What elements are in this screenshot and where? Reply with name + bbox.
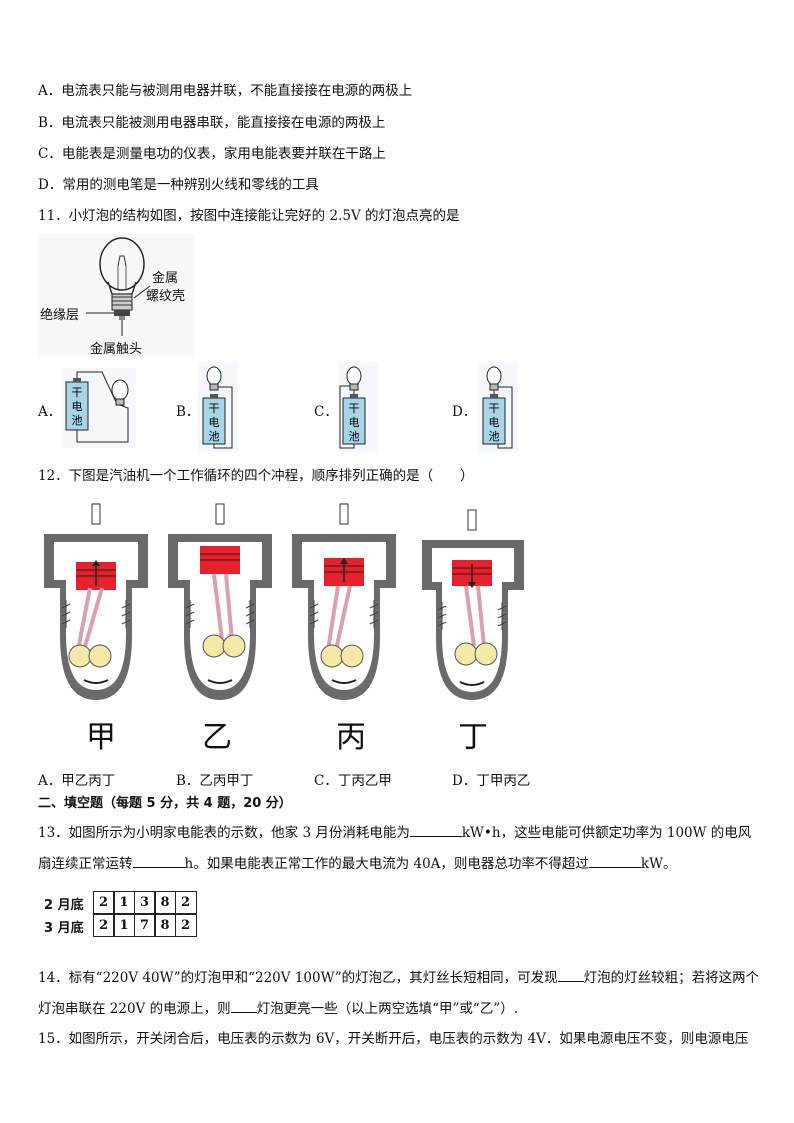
meter-row-mar: 3 月底 2 1 7 8 2 [44, 914, 197, 938]
bulb-label-shell-line1: 金属 [152, 271, 179, 286]
q11-circuit-c: 干 电 池 [338, 362, 378, 452]
meter-digit: 2 [174, 891, 197, 915]
engine-stroke-jia [44, 503, 148, 700]
battery-text-c-1: 干 [349, 402, 360, 415]
q10-option-d: D．常用的测电笔是一种辨别火线和零线的工具 [38, 177, 319, 193]
q12-option-d: D．丁甲丙乙 [452, 773, 531, 789]
engine-label-bing: 丙 [336, 720, 366, 755]
meter-digit: 3 [133, 891, 156, 915]
meter-digit: 2 [174, 914, 197, 938]
q13-unit1: kW•h，这些电能可供额定功率为 100W 的电风 [461, 825, 752, 841]
q13-blank-2[interactable] [132, 853, 185, 868]
meter-digit: 1 [113, 891, 135, 915]
q13-part2: 扇连续正常运转 [38, 856, 133, 872]
battery-text-a-3: 池 [72, 414, 83, 427]
q11-option-a-label: A． [38, 404, 62, 420]
battery-text-b-2: 电 [209, 416, 220, 429]
battery-text-c-3: 池 [349, 430, 360, 443]
q11-circuit-b: 干 电 池 [198, 362, 238, 452]
meter-digit: 8 [154, 914, 176, 938]
q14-part4: 灯泡更亮一些（以上两空选填“甲”或“乙”）. [256, 1001, 519, 1017]
q12-stem: 12．下图是汽油机一个工作循环的四个冲程，顺序排列正确的是（ ） [38, 468, 474, 484]
meter-row-feb: 2 月底 2 1 3 8 2 [44, 891, 197, 915]
q12-option-a: A．甲乙丙丁 [38, 773, 116, 789]
q10-option-b: B．电流表只能被测用电器串联，能直接接在电源的两极上 [38, 115, 386, 131]
q14-blank-2[interactable] [230, 998, 257, 1013]
engine-stroke-yi [168, 503, 272, 700]
q11-circuit-a: 干 电 池 [62, 368, 136, 448]
q14-line2: 灯泡串联在 220V 的电源上，则 灯泡更亮一些（以上两空选填“甲”或“乙”）. [38, 998, 518, 1018]
q13-unit2: h。如果电能表正常工作的最大电流为 40A，则电器总功率不得超过 [184, 856, 589, 872]
battery-text-a-2: 电 [72, 400, 83, 413]
meter-row-label: 3 月底 [44, 921, 84, 936]
q13-part1: 13．如图所示为小明家电能表的示数，他家 3 月份消耗电能为 [38, 825, 410, 841]
q10-option-c: C．电能表是测量电功的仪表，家用电能表要并联在干路上 [38, 146, 386, 162]
q11-circuit-d: 干 电 池 [478, 362, 518, 452]
q14-part2: 灯泡的灯丝较粗；若将这两个 [583, 970, 760, 986]
engine-stroke-ding [422, 509, 524, 700]
engine-label-jia: 甲 [86, 720, 116, 755]
q14-part1: 14．标有“220V 40W”的灯泡甲和“220V 100W”的灯泡乙，其灯丝长… [38, 970, 558, 986]
q12-option-b: B．乙丙甲丁 [176, 773, 254, 789]
q14-part3: 灯泡串联在 220V 的电源上，则 [38, 1001, 231, 1017]
q10-option-a: A．电流表只能与被测用电器并联，不能直接接在电源的两极上 [38, 83, 413, 99]
bulb-structure-diagram [38, 234, 194, 356]
section-title-fill-blank: 二、填空题（每题 5 分，共 4 题，20 分） [38, 796, 292, 811]
engine-label-ding: 丁 [458, 720, 488, 755]
q13-line1: 13．如图所示为小明家电能表的示数，他家 3 月份消耗电能为 kW•h，这些电能可… [38, 822, 751, 842]
battery-text-d-3: 池 [489, 430, 500, 443]
q13-line2: 扇连续正常运转 h。如果电能表正常工作的最大电流为 40A，则电器总功率不得超过 k… [38, 853, 676, 873]
engine-label-yi: 乙 [202, 720, 232, 755]
meter-digit: 8 [154, 891, 176, 915]
battery-text-b-1: 干 [209, 402, 220, 415]
meter-digit: 1 [113, 914, 135, 938]
q14-blank-1[interactable] [557, 967, 584, 982]
meter-digit: 2 [92, 914, 115, 938]
bulb-label-metal-shell: 金属 螺纹壳 [146, 270, 185, 306]
q11-option-c-label: C． [314, 404, 338, 420]
meter-row-label: 2 月底 [44, 898, 84, 913]
q11-option-d-label: D． [452, 404, 477, 420]
q11-option-b-label: B． [176, 404, 200, 420]
battery-text-d-2: 电 [489, 416, 500, 429]
q14-line1: 14．标有“220V 40W”的灯泡甲和“220V 100W”的灯泡乙，其灯丝长… [38, 967, 759, 987]
bulb-label-shell-line2: 螺纹壳 [146, 289, 186, 304]
battery-text-b-3: 池 [209, 430, 220, 443]
q15-text: 15．如图所示，开关闭合后，电压表的示数为 6V，开关断开后，电压表的示数为 4… [38, 1031, 749, 1047]
q13-blank-1[interactable] [409, 822, 462, 837]
meter-digit: 7 [133, 914, 156, 938]
battery-text-a-1: 干 [72, 386, 83, 399]
engine-stroke-bing [292, 503, 396, 700]
battery-text-d-1: 干 [489, 402, 500, 415]
meter-digit: 2 [92, 891, 115, 915]
q12-option-c: C．丁丙乙甲 [314, 773, 392, 789]
q11-stem: 11．小灯泡的结构如图，按图中连接能让完好的 2.5V 的灯泡点亮的是 [38, 208, 460, 224]
battery-text-c-2: 电 [349, 416, 360, 429]
bulb-label-contact: 金属触头 [90, 342, 143, 357]
bulb-label-insulation: 绝缘层 [40, 308, 80, 323]
q13-blank-3[interactable] [588, 853, 641, 868]
q13-unit3: kW。 [640, 856, 677, 872]
electric-meter-readings: 2 月底 2 1 3 8 2 3 月底 2 1 7 8 2 [44, 891, 197, 938]
